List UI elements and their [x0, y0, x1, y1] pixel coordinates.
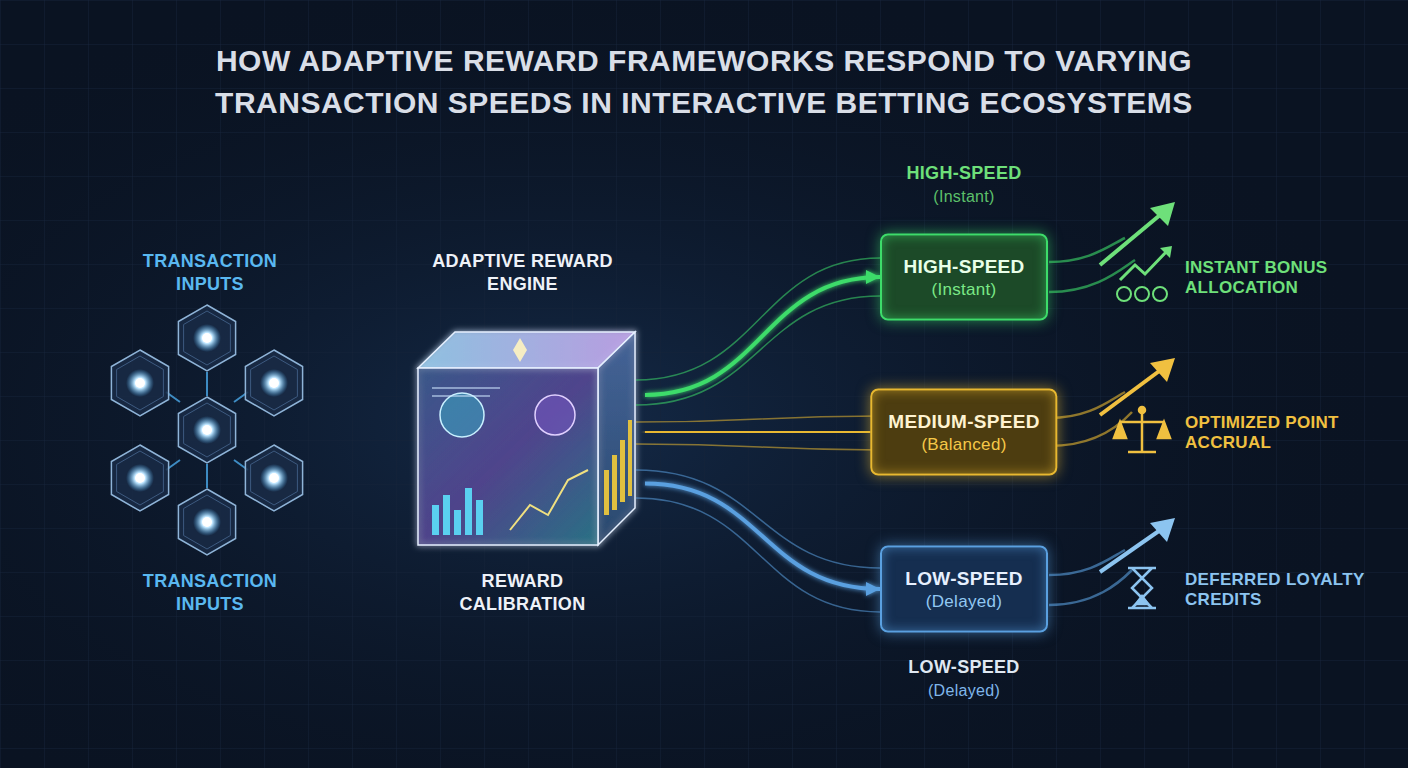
reward-engine: ADAPTIVE REWARD ENGINE REWARD CALIBRATION	[400, 250, 645, 615]
speed-box: HIGH-SPEED(Instant)	[880, 234, 1048, 321]
hexagon-cluster	[111, 305, 302, 555]
output-label: INSTANT BONUS ALLOCATION	[1185, 258, 1365, 299]
node-subtext: (Delayed)	[926, 590, 1002, 611]
flow-connector	[645, 430, 870, 435]
flow-connector	[645, 277, 880, 395]
speed-tag: HIGH-SPEED	[854, 163, 1074, 185]
output-label: DEFERRED LOYALTY CREDITS	[1185, 570, 1365, 611]
speed-tag: LOW-SPEED	[854, 657, 1074, 679]
input-cluster: TRANSACTION INPUTS TRANSACTION INPUTS	[95, 250, 325, 615]
flow-connector	[325, 428, 400, 432]
node-heading: MEDIUM-SPEED	[888, 410, 1039, 434]
hourglass-icon	[1128, 568, 1156, 608]
node-heading: LOW-SPEED	[905, 567, 1022, 591]
speed-box: LOW-SPEED(Delayed)	[880, 546, 1048, 633]
flow-strands	[636, 258, 880, 612]
engine-cube	[418, 332, 635, 545]
node-subtext: REWARD CALIBRATION	[423, 570, 623, 615]
speed-tag: (Delayed)	[854, 681, 1074, 700]
output-arrows	[1049, 202, 1175, 605]
scale-icon	[1114, 407, 1170, 452]
node-heading: TRANSACTION INPUTS	[123, 250, 298, 295]
speed-tag: (Instant)	[854, 187, 1074, 206]
node-heading: HIGH-SPEED	[903, 255, 1024, 279]
speed-box: MEDIUM-SPEED(Balanced)	[870, 389, 1057, 476]
node-subtext: TRANSACTION INPUTS	[123, 570, 298, 615]
node-subtext: (Instant)	[931, 278, 996, 299]
engine-charts	[432, 338, 632, 535]
node-subtext: (Balanced)	[921, 433, 1006, 454]
bonus-icon	[1117, 246, 1172, 301]
flow-connector	[645, 484, 880, 589]
node-heading: ADAPTIVE REWARD ENGINE	[423, 250, 623, 295]
diagram-title: HOW ADAPTIVE REWARD FRAMEWORKS RESPOND T…	[129, 40, 1279, 124]
output-label: OPTIMIZED POINT ACCRUAL	[1185, 413, 1365, 454]
